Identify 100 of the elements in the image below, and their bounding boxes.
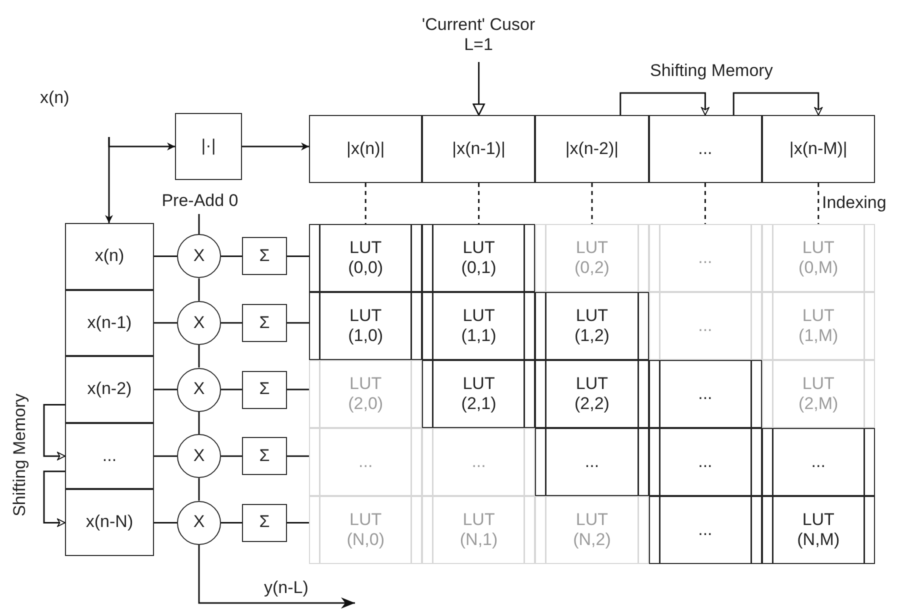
node-label: x(n-1) [87, 312, 132, 334]
lut-cell [422, 496, 536, 564]
arrow [620, 92, 710, 116]
dashed-line [704, 183, 706, 224]
memory-cell [762, 115, 875, 183]
memory-label: Shifting Memory [10, 394, 30, 516]
lut-cell [648, 224, 762, 292]
connector-line [154, 388, 177, 390]
node-label: ... [584, 452, 600, 472]
connector-line [154, 322, 177, 324]
node-label: ... [698, 520, 712, 540]
node-label: LUT (1,2) [574, 306, 610, 346]
node-label: |x(n-1)| [452, 138, 506, 160]
lut-cell [309, 496, 422, 564]
connector-line [154, 522, 177, 524]
node-label: X [193, 246, 205, 266]
node-label: LUT (0,0) [347, 238, 384, 278]
indexing-label: Indexing [822, 193, 886, 213]
node-label: X [193, 312, 205, 334]
node-label: x(n) [94, 246, 124, 266]
connector-line [198, 278, 200, 301]
connector-line [198, 214, 200, 234]
memory-cell [65, 422, 154, 490]
arrow [472, 62, 485, 116]
node-label: LUT (1,M) [798, 306, 840, 346]
lut-cell [762, 428, 875, 496]
node-label: ... [698, 316, 712, 336]
node-label: |·| [201, 136, 216, 157]
node-label: ... [698, 138, 712, 160]
sum-block [242, 237, 287, 276]
dashed-line [364, 183, 366, 224]
lut-cell [422, 428, 536, 496]
sum-block [242, 304, 287, 342]
arrow [105, 137, 113, 223]
lut-cell [762, 360, 875, 428]
connector-line [287, 322, 309, 324]
multiplier-circle [177, 434, 221, 478]
lut-cell [535, 292, 649, 360]
memory-cell [422, 115, 536, 183]
node-label: ... [472, 452, 486, 472]
connector-line [221, 256, 242, 258]
cursor-label: 'Current' Cusor L=1 [420, 14, 536, 56]
lut-cell [762, 292, 875, 360]
lut-cell [535, 360, 649, 428]
connector-line [221, 322, 242, 324]
lut-cell [535, 428, 649, 496]
node-label: LUT (2,1) [460, 374, 498, 414]
node-label: x(n-N) [86, 512, 134, 533]
lut-cell [762, 496, 875, 564]
lut-cell [309, 224, 422, 292]
node-label: LUT (1,1) [460, 306, 498, 346]
connector-line [198, 412, 200, 434]
node-label: LUT (N,M) [796, 510, 841, 550]
lut-cell [309, 360, 422, 428]
lut-cell [535, 224, 649, 292]
node-label: |x(n-M)| [789, 138, 848, 160]
lut-cell [422, 292, 536, 360]
connector-line [198, 344, 200, 368]
node-label: LUT (2,2) [574, 374, 610, 414]
node-label: LUT (1,0) [347, 306, 384, 346]
node-label: LUT (N,2) [572, 510, 612, 550]
edge-label: y(n-L) [262, 578, 310, 598]
node-label: LUT (0,2) [574, 238, 610, 278]
memory-cell [535, 115, 649, 183]
memory-cell [648, 115, 762, 183]
node-label: x(n-2) [87, 379, 132, 400]
node-label: X [193, 379, 205, 400]
node-label: ... [698, 248, 712, 268]
arrow [198, 544, 355, 609]
multiplier-circle [177, 234, 221, 278]
dashed-line [478, 183, 480, 224]
node-label: LUT (2,M) [798, 374, 840, 414]
connector-line [154, 256, 177, 258]
node-label: ... [102, 446, 117, 466]
arrow [242, 142, 309, 150]
node-label: X [193, 512, 205, 533]
memory-cell [65, 489, 154, 556]
connector-line [221, 388, 242, 390]
sum-block [242, 370, 287, 408]
node-label: Σ [259, 512, 270, 533]
memory-cell [65, 223, 154, 290]
connector-line [287, 455, 309, 457]
lut-cell [762, 224, 875, 292]
dashed-line [591, 183, 593, 224]
connector-line [154, 455, 177, 457]
node-label: ... [358, 452, 373, 472]
node-label: Σ [259, 312, 270, 334]
sum-block [242, 504, 287, 542]
connector-line [221, 455, 242, 457]
multiplier-circle [177, 500, 221, 545]
multiplier-circle [177, 300, 221, 345]
connector-line [287, 256, 309, 258]
lut-cell [648, 496, 762, 564]
memory-label: Shifting Memory [650, 61, 773, 81]
lut-cell [648, 428, 762, 496]
connector-line [287, 522, 309, 524]
node-label: ... [698, 452, 712, 472]
node-label: LUT (N,0) [346, 510, 386, 550]
arrow [43, 470, 66, 527]
memory-cell [65, 290, 154, 356]
